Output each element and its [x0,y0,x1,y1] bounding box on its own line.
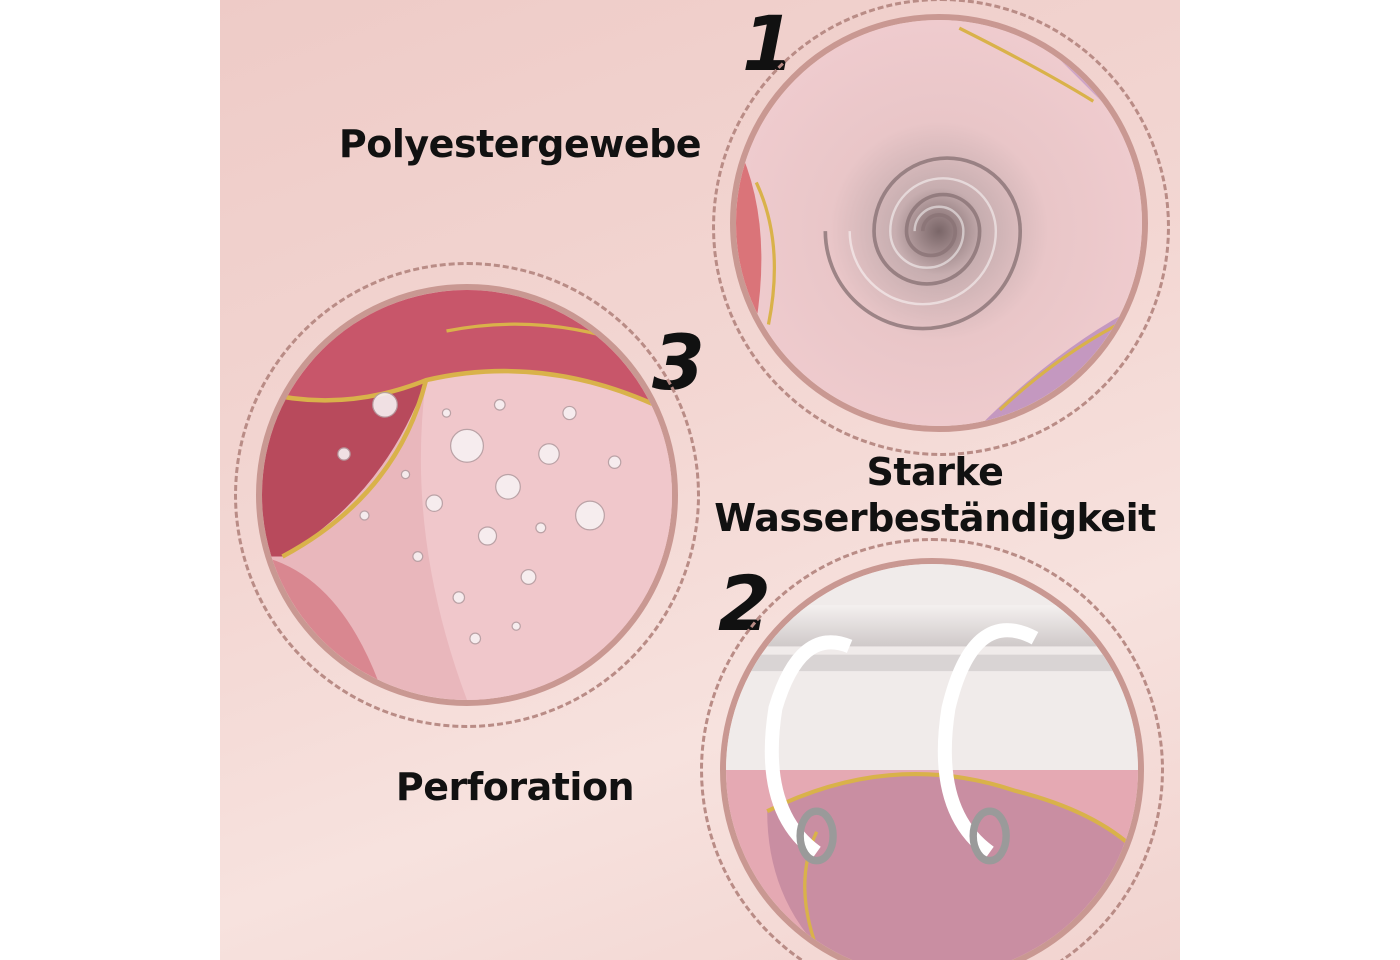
ring-perforation [700,538,1164,960]
ring-fabric [712,0,1170,456]
label-water-resistance: Starke Wasserbeständigkeit [690,450,1180,541]
label-water-resistance-line2: Wasserbeständigkeit [714,495,1156,540]
image-swirled-fabric [730,14,1148,432]
label-polyester-fabric: Polyestergewebe [338,122,702,166]
image-water-droplets [256,284,678,706]
product-infographic: 1 Polyestergewebe [220,0,1180,960]
label-water-resistance-line1: Starke [866,450,1004,494]
label-perforation: Perforation [395,765,635,809]
image-curtain-hooks [720,558,1144,960]
ring-water [234,262,700,728]
